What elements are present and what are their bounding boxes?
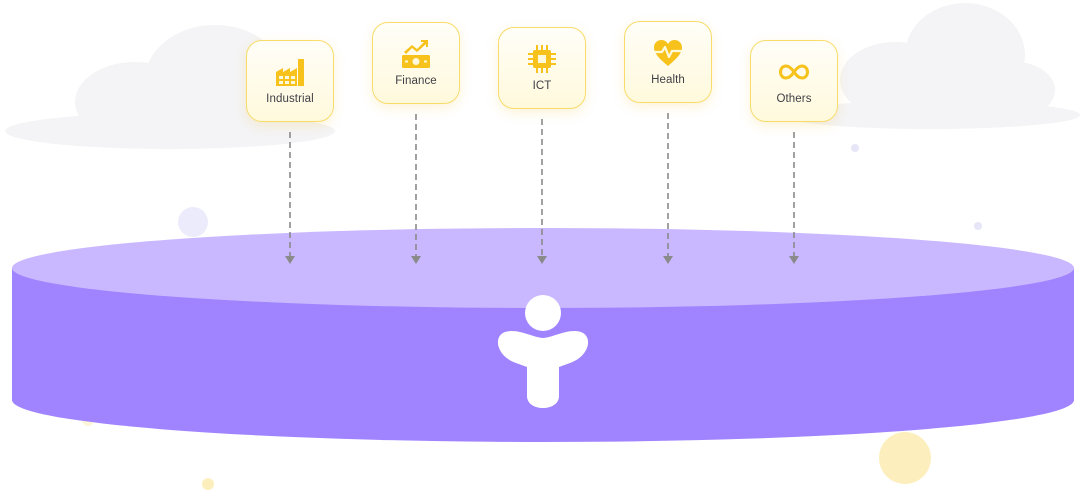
category-label-others: Others — [776, 93, 812, 105]
category-label-ict: ICT — [532, 80, 552, 92]
decor-dot — [974, 222, 982, 230]
decor-dot — [879, 432, 931, 484]
category-label-finance: Finance — [395, 75, 437, 87]
arrow-head-ict — [537, 256, 547, 264]
decor-dot — [851, 144, 859, 152]
arrow-head-health — [663, 256, 673, 264]
category-card-health[interactable]: Health — [624, 21, 712, 103]
decor-dot — [178, 207, 208, 237]
infinity-icon — [777, 57, 811, 87]
arrow-head-others — [789, 256, 799, 264]
decor-dot — [202, 478, 214, 490]
category-card-finance[interactable]: Finance — [372, 22, 460, 104]
money-growth-icon — [399, 39, 433, 69]
category-card-industrial[interactable]: Industrial — [246, 40, 334, 122]
arrow-head-industrial — [285, 256, 295, 264]
connector-arrows — [285, 113, 799, 264]
category-label-industrial: Industrial — [266, 93, 314, 105]
chip-icon — [525, 44, 559, 74]
cloud-right-decoration — [780, 3, 1080, 129]
category-label-health: Health — [651, 74, 685, 86]
arrow-head-finance — [411, 256, 421, 264]
factory-icon — [273, 57, 307, 87]
heart-pulse-icon — [651, 38, 685, 68]
category-card-others[interactable]: Others — [750, 40, 838, 122]
platform-logo-icon — [497, 295, 589, 408]
category-card-ict[interactable]: ICT — [498, 27, 586, 109]
